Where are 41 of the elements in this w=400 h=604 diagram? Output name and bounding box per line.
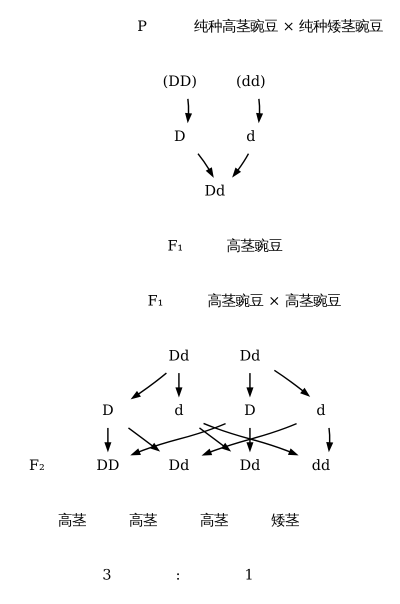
label: 1 [244,568,254,584]
node-text: Dd [239,458,260,474]
arrow [174,373,182,398]
node-text: dd [311,458,330,474]
arrow [104,428,111,452]
node-text: DD [96,458,119,474]
node-text: d [316,403,326,420]
node-text: D [244,403,256,420]
label: F₂ [28,458,44,474]
label: : [175,568,180,584]
node-text: Dd [168,348,189,364]
arrow [130,422,226,456]
node-text: d [246,128,255,145]
node-text: D [102,403,114,420]
arrow [130,372,166,400]
arrow [184,98,192,124]
node-text: (dd) [236,74,266,90]
node-text: (DD) [162,74,196,90]
node-text: D [174,128,186,145]
node-text: d [174,403,184,420]
arrow [196,153,214,178]
node-text: Dd [168,458,189,474]
label: 高茎 [57,512,86,529]
label: 矮茎 [270,512,299,529]
arrow [246,428,253,452]
label: P [136,19,146,36]
arrow [273,370,310,397]
label: 高茎豌豆 [226,238,282,255]
arrow [246,373,253,398]
arrow [326,428,333,452]
arrow [256,98,263,124]
label: F₁ [147,293,163,310]
label: 纯种高茎豌豆 × 纯种矮茎豌豆 [194,19,383,36]
label: 高茎豌豆 × 高茎豌豆 [207,293,340,310]
node-text: Dd [239,348,260,364]
node-text: Dd [204,184,225,200]
label: F₁ [166,238,183,255]
label: 高茎 [199,512,228,529]
arrow [232,153,249,178]
label: 3 [102,568,112,584]
label: 高茎 [128,512,156,529]
